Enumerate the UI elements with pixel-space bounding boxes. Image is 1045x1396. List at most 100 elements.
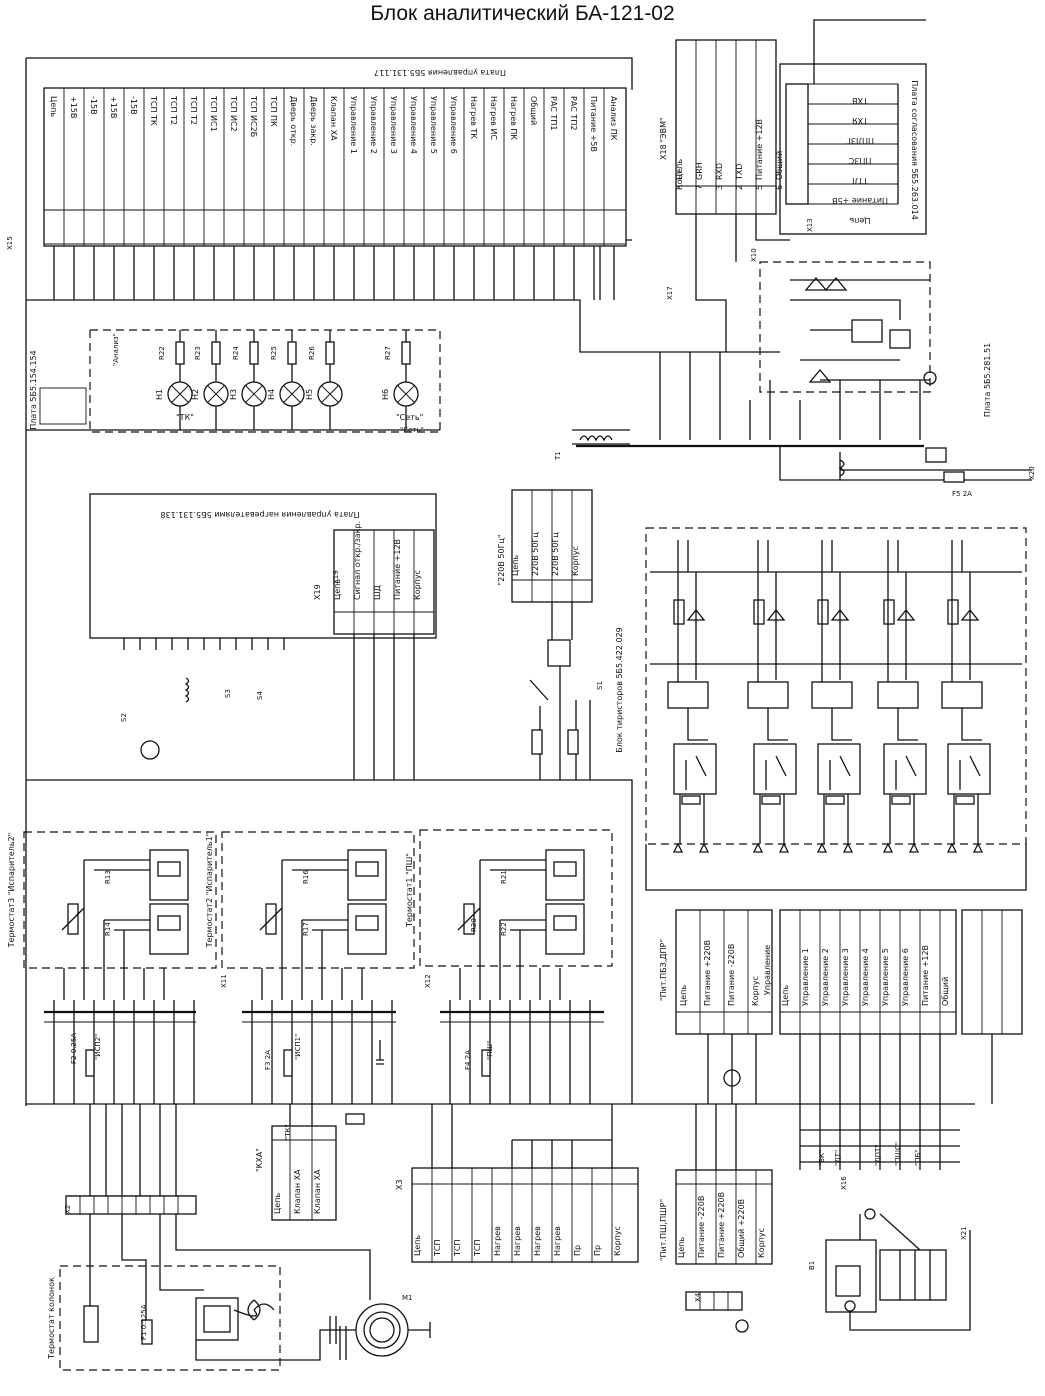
control-pin-label: Дверь откр. [289,96,298,146]
component-label: X20 [1028,466,1036,480]
valve-table-rows: Цепь Клапан ХА Клапан ХА [273,1169,322,1214]
evm-pin-number: Конт. [675,167,684,190]
pump2-row-label: Цепь [677,1237,686,1258]
valve-row-label: Цепь [273,1193,282,1214]
control-pin-label: Питание +5В [589,96,598,152]
power-table [511,489,593,780]
component-label: M1 [402,1294,413,1302]
evm-table [675,39,777,215]
evm-signal-label: Цепь [675,159,684,180]
heater-row-label: ТСП [453,1240,462,1258]
component-label: X10 [750,248,758,262]
fuse-label: F3 2А [264,1050,272,1070]
control-pin-label: Управление 3 [389,96,398,154]
power-row-label: 220В 50Гц [531,532,540,576]
control-pin-label: Управление 6 [449,96,458,154]
control-row-label: Управление 5 [881,948,890,1006]
evm-signal-label: Питание +12В [755,119,764,180]
control-pin-label: Анализ ПК [609,96,618,141]
heater-table-connector: X3 [395,1179,404,1190]
control-pin-label: +15В [69,96,78,118]
valve-table [271,1104,365,1221]
control-row-label: Управление 4 [861,948,870,1006]
component-label: S2 [120,713,128,722]
power-row-label: Корпус [571,546,580,576]
resistor-label: R23 [194,346,202,360]
component-label: X11 [220,974,228,988]
component-label: X17 [666,286,674,300]
resistor-label: R22 [158,346,166,360]
component-label: X19 [332,570,340,584]
component-label: "ПШС" [894,1142,902,1166]
valve-row-label: Клапан ХА [313,1169,322,1214]
control-row-label: Общий [941,977,950,1006]
transformer-t1 [572,352,1032,483]
pump2-table [675,1104,773,1333]
indication-board [39,329,441,433]
control-row-label: Управление 1 [801,948,810,1006]
thyristor-channels [667,540,991,853]
component-label: X12 [424,974,432,988]
component-label: X15 [6,236,14,250]
component-label: "ИСП2" [94,1034,102,1060]
main-frame [25,57,975,1106]
control-pin-label: ТСП Т2 [169,95,178,125]
evm-pin-number: 2 [735,185,744,190]
component-label: X2 [64,1205,72,1214]
fuse-label: F4 2А [464,1050,472,1070]
control-pin-label: -15В [129,96,138,115]
fuse-label: F5 2А [952,490,972,498]
control-pin-label: -15В [89,96,98,115]
component-label: X4 [694,1292,702,1302]
pump2-row-label: Питание +220В [717,1192,726,1258]
control-pin-label: Нагрев ТК [469,96,478,139]
control-row-label: Управление 2 [821,948,830,1006]
valve-row-label: Клапан ХА [293,1169,302,1214]
control-board-label: Плата управления 5Б5.131.117 [374,68,506,77]
control-pin-label: Управление 4 [409,96,418,154]
control-pin-label: ТСП Т2 [189,95,198,125]
interface-row-label: Питание +5В [832,196,888,205]
evm-table-title: "ЭВМ" [659,117,668,142]
evm-signal-label: Общий [775,151,784,180]
heater-row-label: ТСП [433,1240,442,1258]
door-row-label: Корпус [413,570,422,600]
control-pin-label: Управление 2 [369,96,378,154]
power-board [759,261,937,393]
thermostat-modules [23,829,613,969]
component-label: "ИСП1" [294,1034,302,1060]
thyristor-block-label: Блок тиристоров 5Б5.422.029 [615,627,624,752]
resistor-label: R14 [104,922,112,936]
heater-row-label: Нагрев [513,1226,522,1256]
interface-row-label: ППЗС [848,156,871,165]
resistor-label: R27 [384,346,392,360]
component-label: "ВК" [818,1150,826,1166]
interface-row-label: ТХВ [852,96,869,105]
sensor-assembly [799,1104,971,1331]
component-label: S4 [256,691,264,700]
control-pin-label: ТСП ИС2 [229,95,238,132]
component-label: "Сеть" [400,426,424,434]
lamp-label: H6 [381,389,390,400]
evm-pin-number: 6 [775,185,784,190]
indication-board-label: Плата 5Б5.154.154 [29,350,38,429]
pump2-row-label: Питание -220В [697,1196,706,1258]
resistor-label: R17 [302,922,310,936]
resistor-label: R25 [270,346,278,360]
fan-motor-area [59,1104,431,1371]
pump-row-label: Питание -220В [727,944,736,1006]
control-pin-label: Управление 1 [349,96,358,154]
control-pin-label: +15В [109,96,118,118]
resistor-label: R22 [500,922,508,936]
heater-board-label: Плата управления нагревателями 5Б5.131.1… [160,510,359,519]
control-table-title: Управление [763,945,772,995]
control-pin-label: ТСП ИС2Б [249,95,258,137]
component-label: S1 [596,681,604,690]
interface-board [779,19,927,235]
